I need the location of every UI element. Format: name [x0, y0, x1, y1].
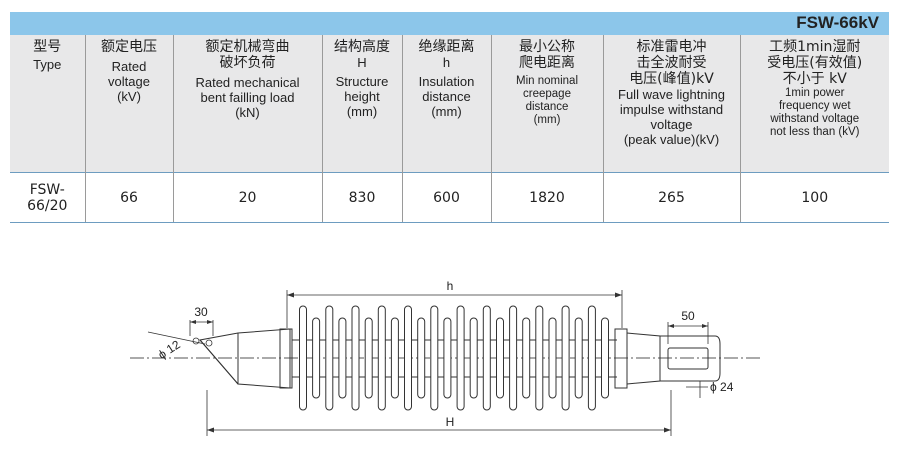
title-banner: FSW-66kV	[10, 12, 889, 35]
dim-50-label: 50	[681, 309, 695, 323]
header-type: 型号 Type	[10, 35, 85, 173]
shed-large	[482, 305, 491, 411]
shed-small	[601, 317, 609, 399]
shed-small	[443, 317, 452, 399]
right-eye-slot	[667, 347, 709, 370]
shed-small	[522, 317, 531, 399]
shed-large	[509, 305, 518, 411]
dim-50-arrow-left	[668, 324, 674, 328]
banner-title: FSW-66kV	[796, 13, 879, 32]
header-structure-height: 结构高度 H Structure height (mm)	[321, 35, 402, 173]
table-header-row: 型号 Type 额定电压 Rated voltage (kV) 额定机械弯曲 破…	[10, 35, 889, 173]
shed-small	[312, 317, 321, 399]
shed-large	[430, 305, 439, 411]
header-rated-voltage: 额定电压 Rated voltage (kV)	[84, 35, 173, 173]
header-lightning-impulse: 标准雷电冲 击全波耐受 电压(峰值)kV Full wave lightning…	[602, 35, 740, 173]
right-eye-end	[660, 335, 721, 382]
pin-hole-2	[205, 339, 213, 347]
shed-small	[338, 317, 347, 399]
cell-insulation-distance: 600	[401, 172, 491, 223]
dim-h-label: h	[447, 279, 454, 293]
shed-small	[364, 317, 373, 399]
dimension-lines	[147, 290, 709, 436]
dim-phi24-label: ϕ 24	[710, 380, 734, 394]
table-row: FSW- 66/20 66 20 830 600 1820 265 100	[10, 172, 889, 223]
shed-small	[469, 317, 478, 399]
shed-large	[299, 305, 307, 411]
shed-small	[574, 317, 583, 399]
dim-H-label: H	[446, 415, 455, 429]
dim-50-arrow-right	[702, 324, 708, 328]
dim-30-arrow-right	[207, 320, 213, 324]
shed-large	[535, 305, 544, 411]
shed-large	[377, 305, 386, 411]
h-arrow-right	[615, 292, 622, 298]
shed-large	[456, 305, 465, 411]
header-creepage-distance: 最小公称 爬电距离 Min nominal creepage distance …	[490, 35, 603, 173]
header-insulation-distance: 绝缘距离 h Insulation distance (mm)	[401, 35, 491, 173]
insulator-drawing: h H 30 ϕ 12 50 ϕ 24	[130, 279, 760, 436]
cell-creepage-distance: 1820	[490, 172, 603, 223]
header-bending-load: 额定机械弯曲 破坏负荷 Rated mechanical bent failli…	[172, 35, 322, 173]
shed-large	[351, 305, 360, 411]
cell-power-frequency: 100	[739, 172, 889, 223]
phi12-leader	[147, 331, 206, 345]
pin-hole-1	[192, 337, 200, 345]
cell-rated-voltage: 66	[84, 172, 173, 223]
H-arrow-left	[207, 427, 214, 433]
shed-large	[561, 305, 570, 411]
arrowheads	[190, 292, 708, 433]
shed-small	[417, 317, 426, 399]
shed-small	[496, 317, 504, 399]
left-fitting-cut	[199, 339, 239, 385]
shed-large	[404, 305, 412, 411]
cell-bending-load: 20	[172, 172, 322, 223]
right-fitting	[626, 332, 661, 385]
cell-type: FSW- 66/20	[10, 172, 85, 223]
dim-30-label: 30	[194, 305, 208, 319]
spec-table: 型号 Type 额定电压 Rated voltage (kV) 额定机械弯曲 破…	[10, 35, 889, 223]
left-collar	[279, 328, 293, 389]
h-arrow-left	[287, 292, 294, 298]
shed-large	[587, 305, 596, 411]
header-power-frequency: 工频1min湿耐 受电压(有效值) 不小于 kV 1min power freq…	[739, 35, 889, 173]
cell-lightning-impulse: 265	[602, 172, 740, 223]
H-arrow-right	[664, 427, 671, 433]
shed-small	[390, 317, 399, 399]
cell-structure-height: 830	[321, 172, 402, 223]
right-collar	[614, 328, 628, 389]
shed-large	[325, 305, 334, 411]
sheds	[299, 305, 609, 411]
dim-30-arrow-left	[190, 320, 196, 324]
shed-small	[548, 317, 557, 399]
